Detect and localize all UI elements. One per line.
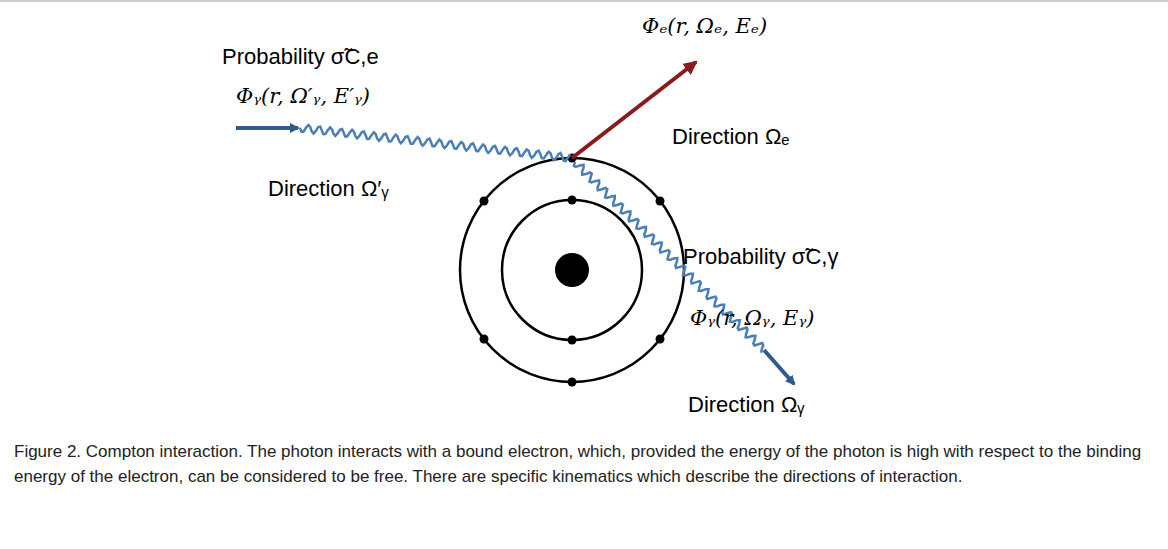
scattered-flux-label: Φᵧ(r, Ωᵧ, Eᵧ)	[690, 306, 815, 330]
incoming-flux-label: Φᵧ(r, Ω′ᵧ, E′ᵧ)	[236, 84, 370, 108]
inner-shell	[502, 200, 642, 340]
nucleus	[555, 253, 589, 287]
electron-flux-label: Φₑ(r, Ωₑ, Eₑ)	[642, 14, 767, 38]
incoming-arrow	[236, 126, 298, 130]
probability-label: Probability σ̃C,γ	[683, 244, 838, 269]
direction-label: Direction Ωᵧ	[688, 392, 804, 417]
direction-label: Direction Ωₑ	[672, 124, 790, 149]
direction-label: Direction Ω′ᵧ	[268, 176, 389, 201]
incoming-photon-wave	[300, 125, 570, 161]
figure-caption: Figure 2. Compton interaction. The photo…	[14, 440, 1154, 489]
outer-shell	[460, 158, 684, 382]
frame-line	[0, 1, 1168, 2]
scattered-arrow	[764, 350, 794, 384]
probability-label: Probability σ̃C,e	[222, 44, 379, 69]
electrons	[480, 154, 665, 387]
